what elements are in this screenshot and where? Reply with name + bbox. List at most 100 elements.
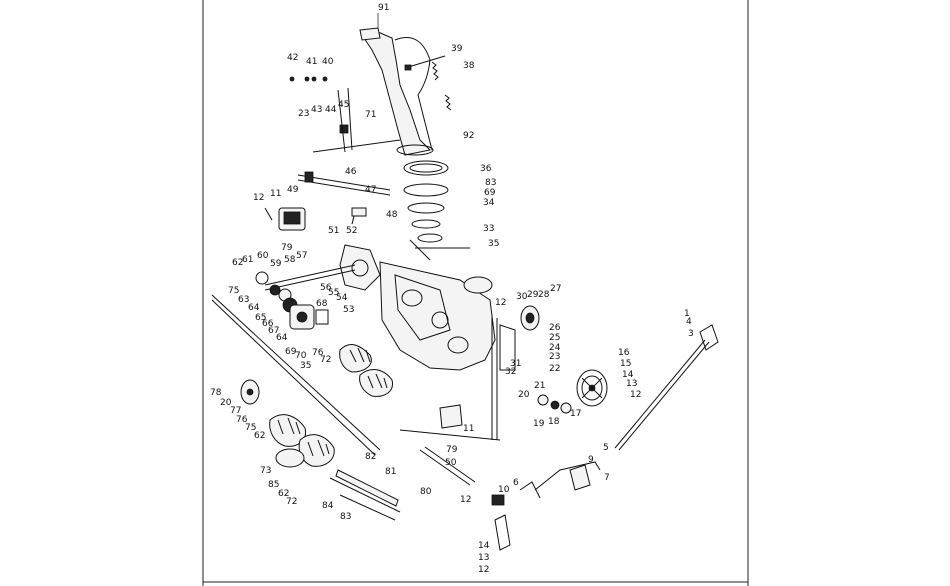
callout-75: 75 — [228, 286, 239, 296]
callout-73: 73 — [260, 466, 271, 476]
bearing-27-30 — [520, 305, 540, 331]
callout-60: 60 — [257, 251, 269, 261]
discharge-chute — [361, 31, 446, 156]
gear-parts-58-62 — [255, 271, 309, 327]
ring-36 — [403, 160, 449, 176]
callout-62b: 62 — [254, 431, 265, 441]
callout-41: 41 — [306, 57, 317, 67]
callout-21: 21 — [534, 381, 545, 391]
bracket-47 — [351, 207, 367, 225]
callout-64: 64 — [248, 303, 260, 313]
drive-pulley-16 — [576, 369, 608, 407]
callout-18: 18 — [548, 417, 560, 427]
callout-46: 46 — [345, 167, 357, 177]
callout-47: 47 — [365, 185, 376, 195]
callout-11: 11 — [270, 189, 281, 199]
callout-20: 20 — [518, 390, 530, 400]
callout-50: 50 — [445, 458, 457, 468]
callout-26: 26 — [549, 323, 561, 333]
callout-53: 53 — [343, 305, 354, 315]
callout-69: 69 — [484, 188, 496, 198]
callout-36: 36 — [480, 164, 492, 174]
gear-housing-65-68 — [289, 304, 329, 330]
callout-79b: 79 — [446, 445, 458, 455]
callout-17: 17 — [570, 409, 581, 419]
ring-34 — [411, 219, 441, 229]
lower-linkage — [491, 461, 601, 551]
callout-10: 10 — [498, 485, 510, 495]
callout-70: 70 — [295, 351, 307, 361]
callout-5: 5 — [603, 443, 609, 453]
callout-19: 19 — [533, 419, 545, 429]
callout-6: 6 — [513, 478, 519, 488]
callout-82: 82 — [365, 452, 376, 462]
belt-parts-17-19 — [537, 394, 572, 414]
pulley-left — [240, 379, 260, 405]
callout-71: 71 — [365, 110, 376, 120]
callout-62: 62 — [232, 258, 243, 268]
auger-upper-right — [339, 344, 393, 397]
callout-49: 49 — [287, 185, 299, 195]
callout-69b: 69 — [285, 347, 297, 357]
callout-48: 48 — [386, 210, 398, 220]
callout-51: 51 — [328, 226, 339, 236]
callout-83b: 83 — [340, 512, 351, 522]
bolt-set-40-42 — [289, 76, 328, 82]
callout-25: 25 — [549, 333, 560, 343]
callout-27: 27 — [550, 284, 561, 294]
deflector-91 — [359, 27, 381, 41]
callout-42: 42 — [287, 53, 298, 63]
callout-75b: 75 — [245, 423, 256, 433]
callout-35b: 35 — [300, 361, 311, 371]
callout-77: 77 — [230, 406, 241, 416]
callout-54: 54 — [336, 293, 348, 303]
ring-36-inner — [409, 163, 443, 173]
callout-92: 92 — [463, 131, 474, 141]
spring-38 — [431, 61, 439, 81]
callout-76b: 76 — [236, 415, 248, 425]
callout-12b: 12 — [495, 298, 506, 308]
callout-45: 45 — [338, 100, 349, 110]
callout-28: 28 — [538, 290, 550, 300]
callout-12: 12 — [253, 193, 264, 203]
callout-80: 80 — [420, 487, 432, 497]
callout-14b: 14 — [478, 541, 490, 551]
callout-81: 81 — [385, 467, 396, 477]
callout-35: 35 — [488, 239, 499, 249]
callout-12c: 12 — [630, 390, 641, 400]
callout-61: 61 — [242, 255, 253, 265]
callout-91: 91 — [378, 3, 389, 13]
callout-65: 65 — [255, 313, 266, 323]
callout-23b: 23 — [549, 352, 560, 362]
callout-9: 9 — [588, 455, 594, 465]
callout-7: 7 — [604, 473, 610, 483]
control-rod — [614, 324, 719, 451]
ring-33 — [417, 233, 443, 243]
callout-68: 68 — [316, 299, 328, 309]
callout-31: 31 — [510, 359, 521, 369]
callout-58: 58 — [284, 255, 296, 265]
callout-34: 34 — [483, 198, 495, 208]
skid-plate — [419, 404, 476, 486]
auger-long-shaft — [211, 294, 381, 456]
callout-39: 39 — [451, 44, 463, 54]
callout-12e: 12 — [478, 565, 489, 575]
ring-83 — [403, 183, 449, 197]
plate-11 — [264, 207, 273, 221]
callout-15: 15 — [620, 359, 631, 369]
callout-85: 85 — [268, 480, 279, 490]
callout-12d: 12 — [460, 495, 471, 505]
main-shaft-51 — [264, 264, 356, 291]
spring-38b — [444, 94, 452, 111]
callout-84: 84 — [322, 501, 334, 511]
callout-44: 44 — [325, 105, 337, 115]
callout-62c: 62 — [278, 489, 289, 499]
callout-43: 43 — [311, 105, 322, 115]
callout-22: 22 — [549, 364, 560, 374]
gearbox-49 — [278, 207, 306, 231]
callout-40: 40 — [322, 57, 334, 67]
callout-38: 38 — [463, 61, 475, 71]
callout-23: 23 — [298, 109, 309, 119]
callout-24: 24 — [549, 343, 561, 353]
